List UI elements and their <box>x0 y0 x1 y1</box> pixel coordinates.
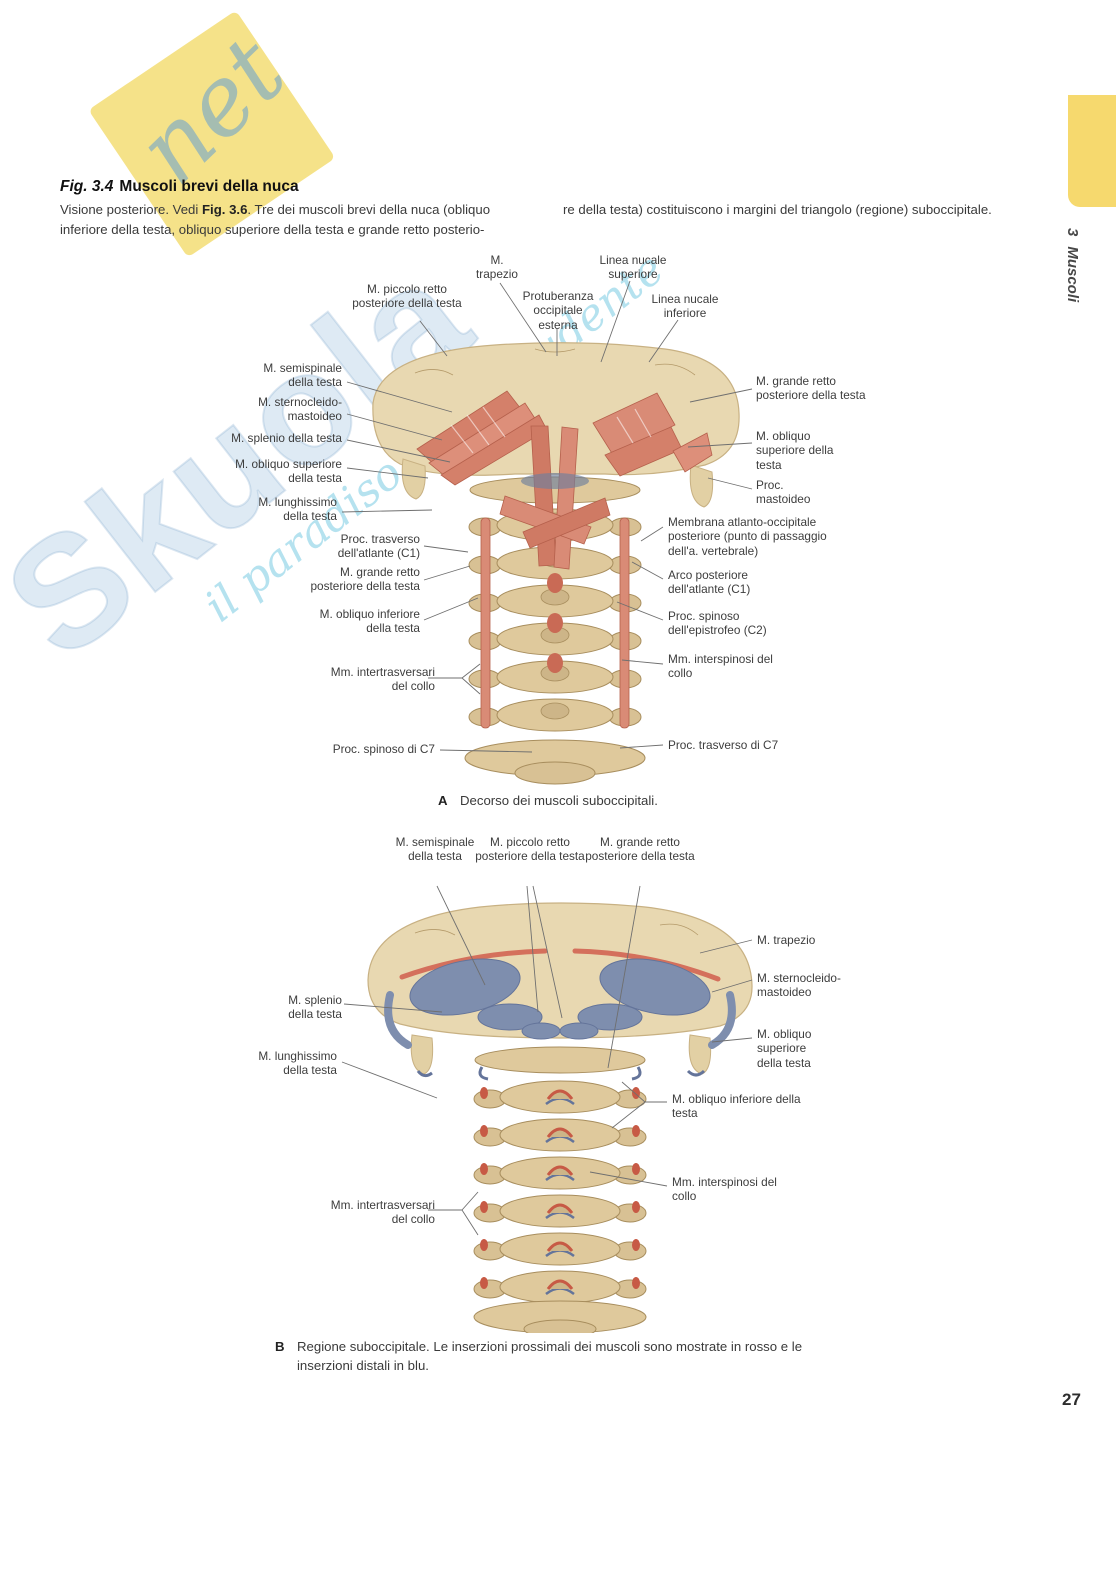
label-m-lunghissimo-a: M. lunghissimo della testa <box>258 495 337 524</box>
chapter-number: 3 <box>1064 228 1081 237</box>
caption-figure-a: A Decorso dei muscoli suboccipitali. <box>438 791 758 810</box>
chapter-name: Muscoli <box>1064 246 1081 303</box>
label-m-lunghissimo-b: M. lunghissimo della testa <box>258 1049 337 1078</box>
label-mm-intertrasversari-a: Mm. intertrasversari del collo <box>330 665 435 694</box>
label-proc-trasverso-c7: Proc. trasverso di C7 <box>668 738 779 752</box>
label-mm-intertrasversari-b: Mm. intertrasversari del collo <box>330 1198 435 1227</box>
label-m-grande-retto-posteriore-b: M. grande retto posteriore della testa <box>585 835 695 864</box>
figure-title: Fig. 3.4 Muscoli brevi della nuca <box>60 178 299 196</box>
label-m-trapezio-b: M. trapezio <box>757 933 816 947</box>
label-proc-trasverso-atlante: Proc. trasverso dell'atlante (C1) <box>337 532 420 561</box>
label-m-obliquo-superiore-b: M. obliquo superiore della testa <box>757 1027 812 1070</box>
caption-figure-b: B Regione suboccipitale. Le inserzioni p… <box>275 1337 840 1375</box>
chapter-tab-label: 3Muscoli <box>1064 228 1081 302</box>
label-proc-spinoso-epistrofeo: Proc. spinoso dell'epistrofeo (C2) <box>668 609 767 638</box>
label-m-semispinale-a: M. semispinale della testa <box>263 361 342 390</box>
label-m-trapezio-a: M. trapezio <box>476 253 518 282</box>
label-membrana-atlanto-occipitale: Membrana atlanto-occipitale posteriore (… <box>668 515 827 558</box>
label-linea-nucale-superiore: Linea nucale superiore <box>599 253 667 282</box>
label-m-splenio-a: M. splenio della testa <box>231 431 342 445</box>
label-proc-mastoideo: Proc. mastoideo <box>756 478 811 507</box>
label-m-piccolo-retto-posteriore-a: M. piccolo retto posteriore della testa <box>352 282 462 311</box>
label-m-semispinale-b: M. semispinale della testa <box>395 835 475 864</box>
caption-a-letter: A <box>438 793 448 808</box>
label-mm-interspinosi-b: Mm. interspinosi del collo <box>672 1175 777 1204</box>
label-linea-nucale-inferiore: Linea nucale inferiore <box>651 292 719 321</box>
label-m-obliquo-superiore-right-a: M. obliquo superiore della testa <box>756 429 834 472</box>
chapter-tab <box>1068 95 1116 207</box>
label-mm-interspinosi-a: Mm. interspinosi del collo <box>668 652 773 681</box>
label-protuberanza-occipitale-esterna: Protuberanza occipitale esterna <box>522 289 594 332</box>
label-m-grande-retto-right-a: M. grande retto posteriore della testa <box>756 374 866 403</box>
page-number: 27 <box>1062 1390 1081 1409</box>
intro-text-left-column: Visione posteriore. Vedi Fig. 3.6. Tre d… <box>60 200 522 239</box>
intro-text-right-column: re della testa) costituiscono i margini … <box>563 202 992 217</box>
label-m-obliquo-inferiore-a: M. obliquo inferiore della testa <box>319 607 420 636</box>
label-m-sternocleidomastoideo-b: M. sternocleido­mastoideo <box>757 971 841 1000</box>
intro-left-post: . Tre dei muscoli brevi della nuca (obli… <box>60 202 491 237</box>
figure-number: Fig. 3.4 <box>60 178 114 195</box>
page-title: Muscoli brevi della nuca <box>119 178 299 195</box>
label-m-obliquo-inferiore-b: M. obliquo inferiore della testa <box>672 1092 801 1121</box>
caption-b-text: Regione suboccipitale. Le inserzioni pro… <box>297 1339 803 1374</box>
intro-left-pre: Visione posteriore. Vedi <box>60 202 202 217</box>
label-m-sternocleidomastoideo-a: M. sternocleido­mastoideo <box>258 395 342 424</box>
label-m-obliquo-superiore-left-a: M. obliquo superiore della testa <box>235 457 342 486</box>
caption-a-text: Decorso dei muscoli suboccipitali. <box>460 793 658 808</box>
label-m-piccolo-retto-posteriore-b: M. piccolo retto posteriore della testa <box>475 835 585 864</box>
caption-b-letter: B <box>275 1339 285 1354</box>
label-arco-posteriore-atlante: Arco posteriore dell'atlante (C1) <box>668 568 751 597</box>
label-m-splenio-b: M. splenio della testa <box>288 993 342 1022</box>
figure-a-illustration <box>372 342 740 785</box>
intro-left-bold-ref: Fig. 3.6 <box>201 202 248 217</box>
label-m-grande-retto-left-a: M. grande retto posteriore della testa <box>310 565 420 594</box>
label-proc-spinoso-c7: Proc. spinoso di C7 <box>332 742 435 756</box>
